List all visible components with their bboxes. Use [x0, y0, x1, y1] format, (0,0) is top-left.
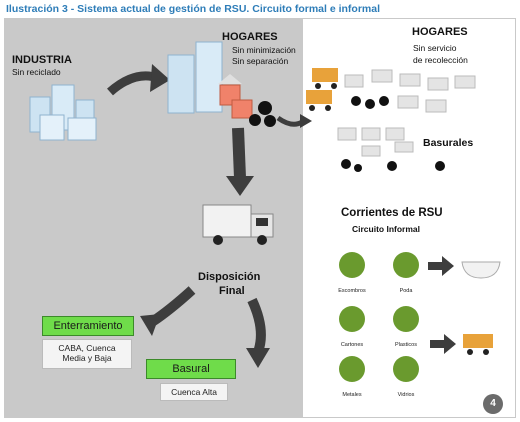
basurales-title: Basurales: [423, 137, 474, 149]
informal-hogares-title: HOGARES: [412, 26, 468, 38]
glass-bottle-icon: [393, 356, 419, 382]
cardboard-icon: [339, 306, 365, 332]
basurales-houses-icon: [337, 127, 414, 157]
households-buildings-icon: [167, 41, 253, 119]
stream-label-plasticos: Plasticos: [394, 342, 417, 348]
enterramiento-box: Enterramiento: [42, 316, 134, 336]
informal-hogares-sub1: Sin servicio: [413, 43, 457, 53]
metal-can-icon: [339, 356, 365, 382]
informal-carts-icon: [306, 68, 338, 111]
informal-bags-icon: [351, 96, 389, 109]
plastic-bottle-icon: [393, 306, 419, 332]
disposicion-final-line1: Disposición: [198, 271, 261, 283]
basin-icon: [461, 261, 501, 279]
arrow-stream-top: [428, 256, 454, 276]
garbage-truck-icon: [202, 204, 274, 245]
hogares-sub-minimizacion: Sin minimización: [232, 45, 296, 55]
enterramiento-locations: CABA, Cuenca Media y Baja: [42, 339, 132, 369]
industria-subtitle: Sin reciclado: [12, 67, 61, 77]
arrow-to-informal: [276, 115, 304, 127]
corrientes-title: Corrientes de RSU: [341, 207, 443, 219]
stream-label-escombros: Escombros: [338, 288, 366, 294]
rubble-icon: [339, 252, 365, 278]
stream-label-cartones: Cartones: [340, 342, 364, 348]
arrow-hogares-disposicion: [232, 127, 246, 179]
arrow-stream-bottom: [430, 334, 456, 354]
figure-frame: [4, 18, 516, 418]
hogares-title: HOGARES: [222, 31, 278, 43]
disposicion-final-line2: Final: [219, 285, 245, 297]
stream-label-metales: Metales: [342, 392, 362, 398]
trash-bags-icon: [249, 101, 276, 127]
informal-houses-icon: [344, 69, 476, 113]
stream-label-poda: Poda: [399, 288, 413, 294]
industry-buildings-icon: [29, 84, 97, 141]
enterramiento-location-line2: Media y Baja: [62, 353, 112, 363]
basural-location: Cuenca Alta: [160, 383, 228, 401]
cart-icon: [463, 334, 493, 355]
pruning-icon: [393, 252, 419, 278]
industria-title: INDUSTRIA: [12, 54, 72, 66]
figure-caption: Ilustración 3 - Sistema actual de gestió…: [6, 3, 381, 15]
circuito-informal-label: Circuito Informal: [352, 224, 421, 234]
arrow-to-basural: [247, 297, 266, 354]
hogares-sub-separacion: Sin separación: [232, 56, 289, 66]
enterramiento-location-line1: CABA, Cuenca: [58, 343, 116, 353]
basurales-bags-icon: [341, 159, 445, 172]
informal-hogares-sub2: de recolección: [413, 55, 468, 65]
page-number-badge: 4: [483, 394, 503, 414]
stream-label-vidrios: Vidrios: [397, 392, 415, 398]
basural-box: Basural: [146, 359, 236, 379]
